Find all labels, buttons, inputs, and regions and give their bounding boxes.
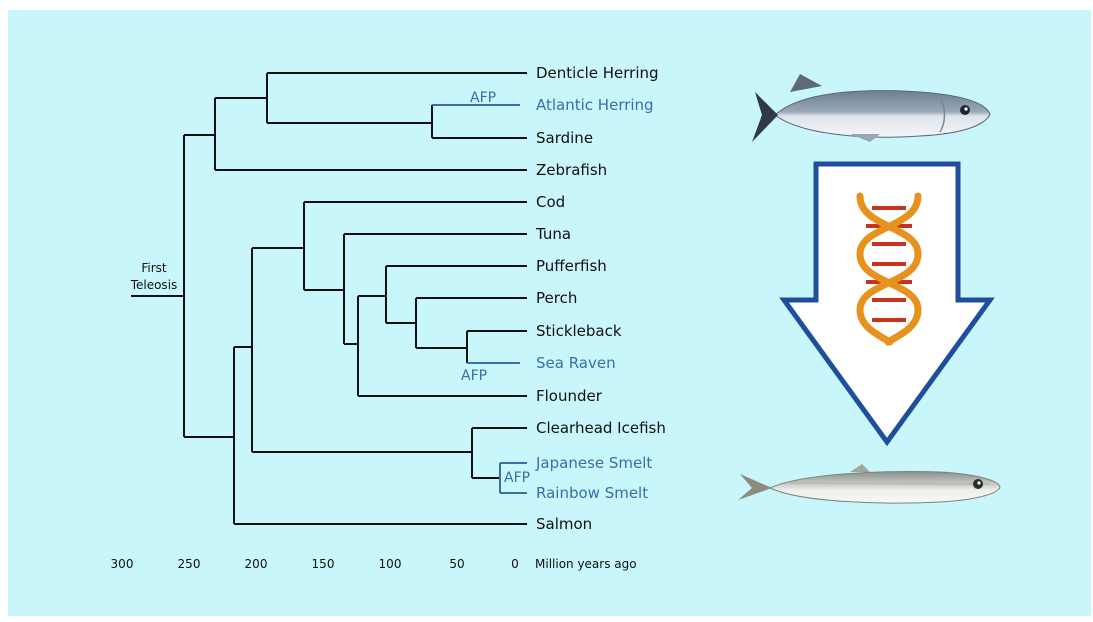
axis-tick-300: 300	[111, 557, 134, 571]
species-label-perch: Perch	[536, 289, 577, 307]
species-label-pufferfish: Pufferfish	[536, 257, 607, 275]
axis-tick-150: 150	[312, 557, 335, 571]
species-label-clearhead-icefish: Clearhead Icefish	[536, 419, 666, 437]
species-label-zebrafish: Zebrafish	[536, 161, 607, 179]
axis-tick-50: 50	[449, 557, 464, 571]
species-label-salmon: Salmon	[536, 515, 592, 533]
axis-unit-label: Million years ago	[535, 557, 637, 571]
species-label-japanese-smelt: Japanese Smelt	[535, 454, 652, 472]
species-label-flounder: Flounder	[536, 387, 603, 405]
axis-tick-250: 250	[178, 557, 201, 571]
species-label-atlantic-herring: Atlantic Herring	[536, 96, 654, 114]
axis-tick-100: 100	[379, 557, 402, 571]
afp-marker-herring: AFP	[470, 90, 496, 106]
species-label-stickleback: Stickleback	[536, 322, 622, 340]
species-label-denticle-herring: Denticle Herring	[536, 64, 659, 82]
axis-tick-0: 0	[511, 557, 519, 571]
axis-tick-200: 200	[245, 557, 268, 571]
species-label-tuna: Tuna	[535, 225, 571, 243]
species-label-sea-raven: Sea Raven	[536, 354, 616, 372]
root-label-line1: First	[141, 261, 167, 275]
species-label-sardine: Sardine	[536, 129, 593, 147]
species-label-cod: Cod	[536, 193, 565, 211]
afp-marker-smelt: AFP	[504, 470, 530, 486]
afp-marker-sea-raven: AFP	[461, 368, 487, 384]
root-label-line2: Teleosis	[130, 278, 178, 292]
species-label-rainbow-smelt: Rainbow Smelt	[536, 484, 648, 502]
